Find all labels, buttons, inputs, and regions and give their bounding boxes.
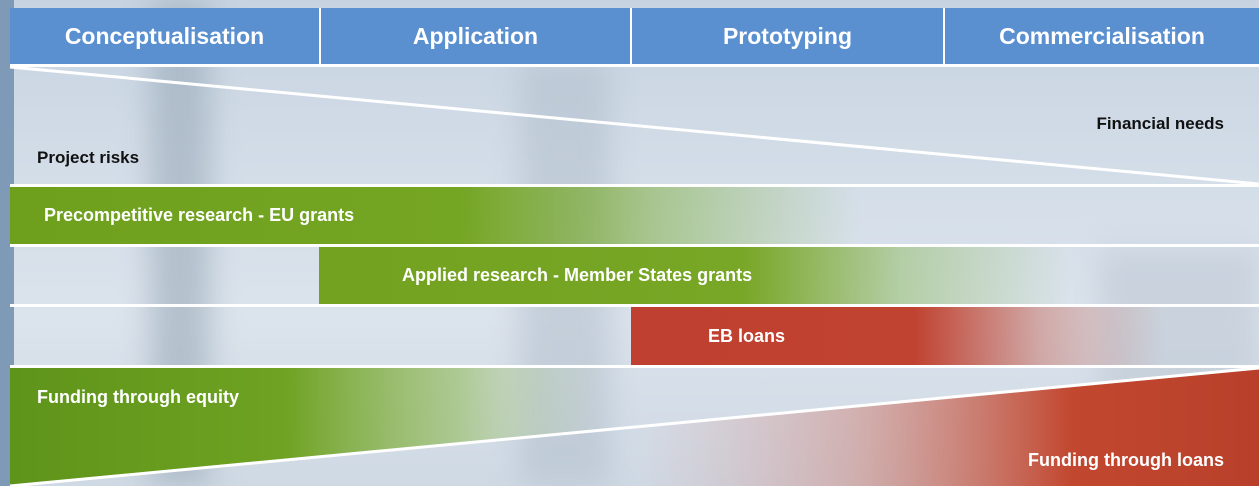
financial-needs-label: Financial needs — [1096, 114, 1224, 133]
stage-commercialisation: Commercialisation — [945, 8, 1259, 64]
funding-equity-label: Funding through equity — [37, 387, 239, 407]
equity-loans-diagonal — [9, 366, 1259, 486]
eu-grants-label: Precompetitive research - EU grants — [44, 205, 355, 225]
divider — [10, 244, 1259, 247]
project-risks-label: Project risks — [37, 148, 140, 167]
risk-needs-diagonal — [9, 65, 1259, 186]
stage-header: Conceptualisation Application Prototypin… — [10, 8, 1259, 64]
divider — [10, 184, 1259, 187]
eb-loans-label: EB loans — [708, 326, 786, 346]
stage-prototyping: Prototyping — [632, 8, 945, 64]
stage-application: Application — [321, 8, 632, 64]
bar-member-states-grants — [319, 247, 1259, 304]
funding-loans-label: Funding through loans — [1028, 450, 1224, 470]
divider — [10, 365, 1259, 368]
left-edge-strip — [0, 0, 14, 486]
member-states-grants-label: Applied research - Member States grants — [402, 265, 753, 285]
stage-conceptualisation: Conceptualisation — [10, 8, 321, 64]
bar-eu-grants — [10, 187, 1259, 244]
divider — [10, 304, 1259, 307]
header-divider — [10, 64, 1259, 67]
bar-eb-loans — [631, 307, 1259, 365]
